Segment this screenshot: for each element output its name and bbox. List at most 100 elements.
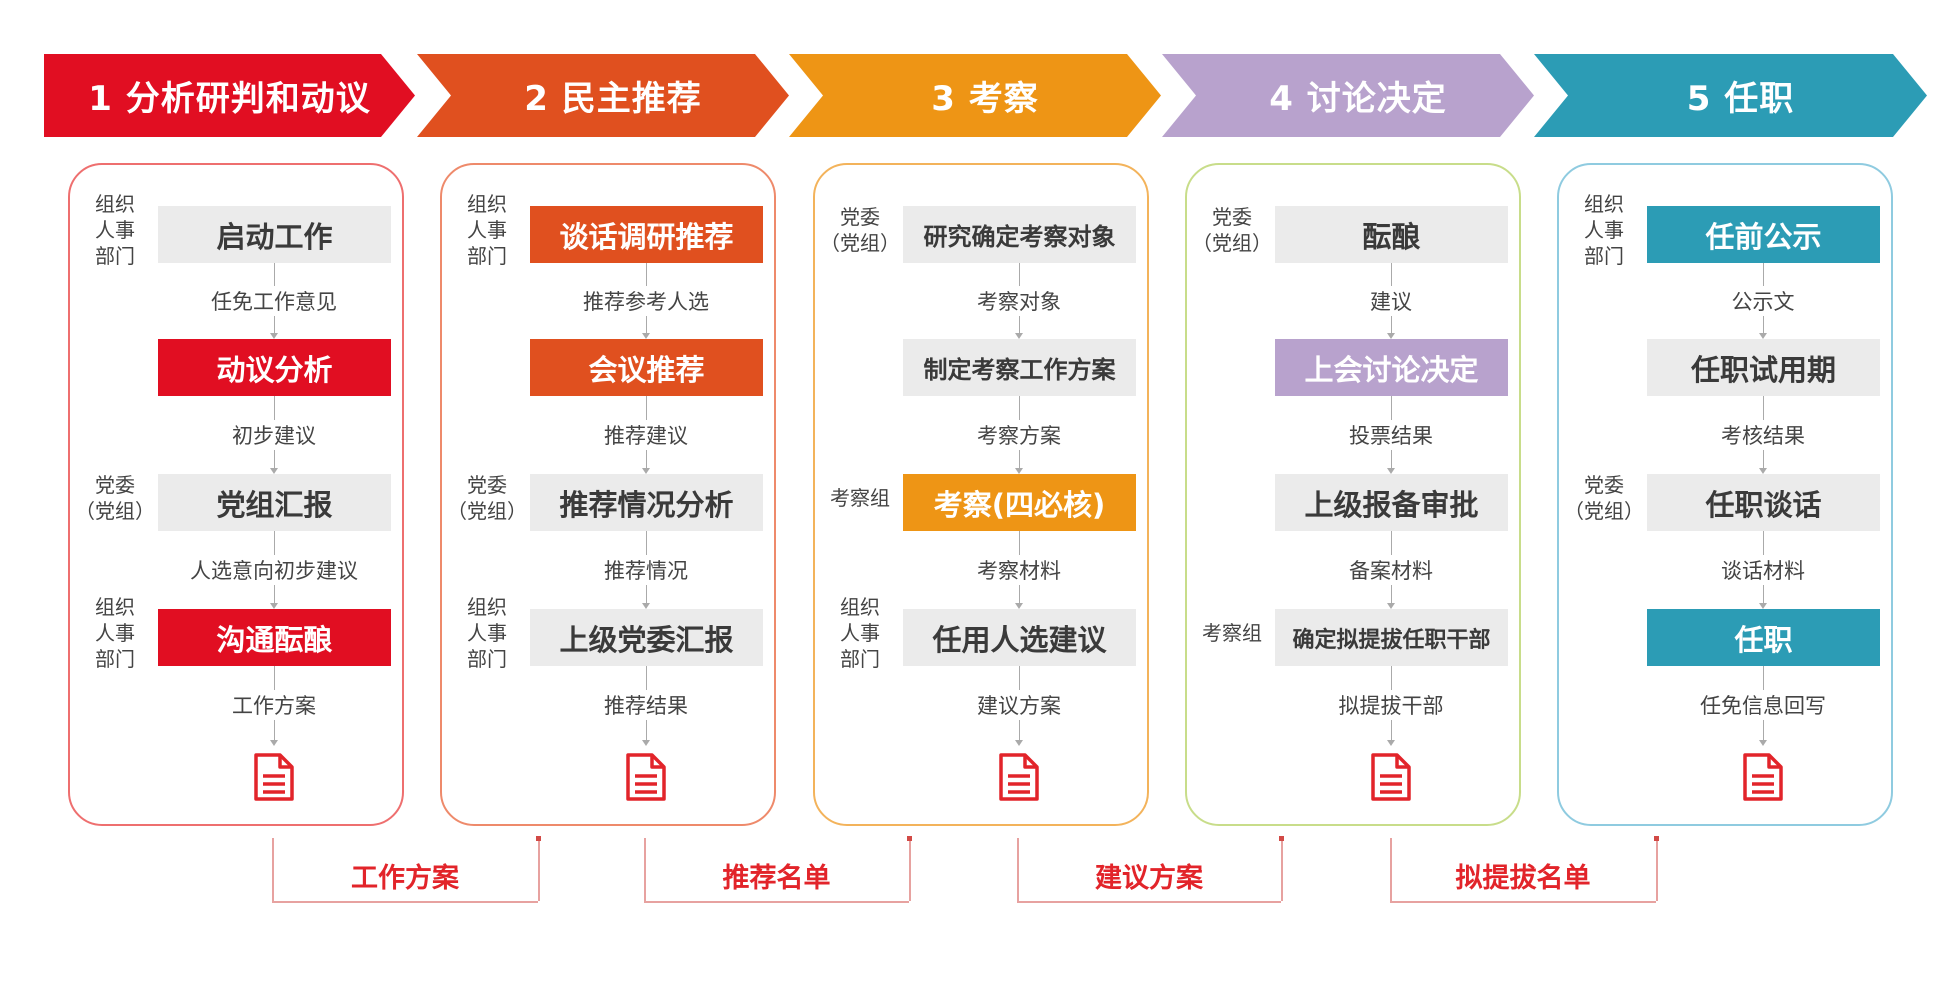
role-label: 党委 （党组） <box>1192 205 1272 255</box>
output-label: 推荐参考人选 <box>581 286 711 316</box>
step-box: 会议推荐 <box>530 339 763 396</box>
step-box: 谈话调研推荐 <box>530 206 763 263</box>
output-label: 人选意向初步建议 <box>188 555 360 585</box>
step-box: 任职谈话 <box>1647 474 1880 531</box>
bracket-line <box>272 838 274 901</box>
bracket-line <box>644 838 646 901</box>
flow-arrowhead <box>1387 468 1395 474</box>
bracket-line <box>1390 901 1656 903</box>
stage-banner-label: 2 民主推荐 <box>524 79 702 119</box>
flow-arrowhead <box>642 468 650 474</box>
bracket-arrow-tip <box>1279 836 1284 841</box>
step-box: 任职 <box>1647 609 1880 666</box>
bracket-line <box>909 838 911 901</box>
output-label: 任免工作意见 <box>209 286 339 316</box>
step-box: 启动工作 <box>158 206 391 263</box>
step-box: 制定考察工作方案 <box>903 339 1136 396</box>
output-label: 建议方案 <box>975 690 1063 720</box>
step-box: 党组汇报 <box>158 474 391 531</box>
role-label: 组织 人事 部门 <box>840 595 880 671</box>
bracket-line <box>272 901 538 903</box>
bracket-arrow-tip <box>907 836 912 841</box>
stage-banner-4: 4 讨论决定 <box>1162 54 1534 137</box>
flow-arrowhead <box>270 333 278 339</box>
step-box: 沟通酝酿 <box>158 609 391 666</box>
document-icon <box>624 752 668 806</box>
bracket-arrow-tip <box>536 836 541 841</box>
role-label: 组织 人事 部门 <box>1584 192 1624 268</box>
flow-arrowhead <box>1759 740 1767 746</box>
bracket-line <box>1017 838 1019 901</box>
flow-arrowhead <box>1387 740 1395 746</box>
step-box: 任用人选建议 <box>903 609 1136 666</box>
step-box: 酝酿 <box>1275 206 1508 263</box>
output-label: 考核结果 <box>1719 420 1807 450</box>
flow-arrowhead <box>1015 603 1023 609</box>
output-label: 推荐情况 <box>602 555 690 585</box>
output-label: 推荐结果 <box>602 690 690 720</box>
output-label: 初步建议 <box>230 420 318 450</box>
output-label: 考察对象 <box>975 286 1063 316</box>
document-icon <box>1741 752 1785 806</box>
flow-arrowhead <box>642 603 650 609</box>
bracket-line <box>1656 838 1658 901</box>
flow-arrowhead <box>1387 603 1395 609</box>
flow-arrowhead <box>270 468 278 474</box>
stage-banner-label: 4 讨论决定 <box>1269 79 1447 119</box>
role-label: 党委 （党组） <box>820 205 900 255</box>
document-icon <box>1369 752 1413 806</box>
output-label: 谈话材料 <box>1719 555 1807 585</box>
role-label: 组织 人事 部门 <box>95 595 135 671</box>
stage-banner-label: 5 任职 <box>1686 79 1795 119</box>
role-label: 党委 （党组） <box>447 473 527 523</box>
output-label: 考察材料 <box>975 555 1063 585</box>
flow-arrowhead <box>1759 468 1767 474</box>
handoff-label: 建议方案 <box>1095 863 1203 894</box>
output-label: 备案材料 <box>1347 555 1435 585</box>
document-icon <box>997 752 1041 806</box>
step-box: 动议分析 <box>158 339 391 396</box>
flow-arrowhead <box>270 740 278 746</box>
role-label: 组织 人事 部门 <box>467 595 507 671</box>
bracket-line <box>1390 838 1392 901</box>
flow-arrowhead <box>642 740 650 746</box>
stage-banner-label: 3 考察 <box>931 79 1039 119</box>
flow-arrowhead <box>1759 603 1767 609</box>
role-label: 考察组 <box>1202 621 1262 645</box>
step-box: 考察(四必核) <box>903 474 1136 531</box>
output-label: 公示文 <box>1729 286 1797 316</box>
role-label: 党委 （党组） <box>75 473 155 523</box>
step-box: 研究确定考察对象 <box>903 206 1136 263</box>
bracket-line <box>644 901 909 903</box>
output-label: 建议 <box>1368 286 1414 316</box>
handoff-label: 推荐名单 <box>722 863 831 894</box>
step-box: 任前公示 <box>1647 206 1880 263</box>
flow-arrowhead <box>642 333 650 339</box>
bracket-arrow-tip <box>1654 836 1659 841</box>
stage-banner-5: 5 任职 <box>1534 54 1927 137</box>
flow-arrowhead <box>270 603 278 609</box>
flow-arrowhead <box>1387 333 1395 339</box>
step-box: 任职试用期 <box>1647 339 1880 396</box>
output-label: 推荐建议 <box>602 420 690 450</box>
role-label: 组织 人事 部门 <box>467 192 507 268</box>
role-label: 党委 （党组） <box>1564 473 1644 523</box>
output-label: 考察方案 <box>975 420 1063 450</box>
document-icon <box>252 752 296 806</box>
flow-arrowhead <box>1759 333 1767 339</box>
stage-banner-3: 3 考察 <box>789 54 1161 137</box>
role-label: 组织 人事 部门 <box>95 192 135 268</box>
handoff-label: 工作方案 <box>351 863 459 894</box>
output-label: 拟提拔干部 <box>1336 690 1446 720</box>
flow-arrowhead <box>1015 333 1023 339</box>
step-box: 推荐情况分析 <box>530 474 763 531</box>
flow-arrowhead <box>1015 468 1023 474</box>
stage-banner-1: 1 分析研判和动议 <box>44 54 415 137</box>
stage-banner-2: 2 民主推荐 <box>417 54 789 137</box>
role-label: 考察组 <box>830 486 890 510</box>
step-box: 上级党委汇报 <box>530 609 763 666</box>
bracket-line <box>1017 901 1281 903</box>
stage-banner-label: 1 分析研判和动议 <box>88 79 371 119</box>
output-label: 工作方案 <box>230 690 318 720</box>
output-label: 任免信息回写 <box>1698 690 1828 720</box>
